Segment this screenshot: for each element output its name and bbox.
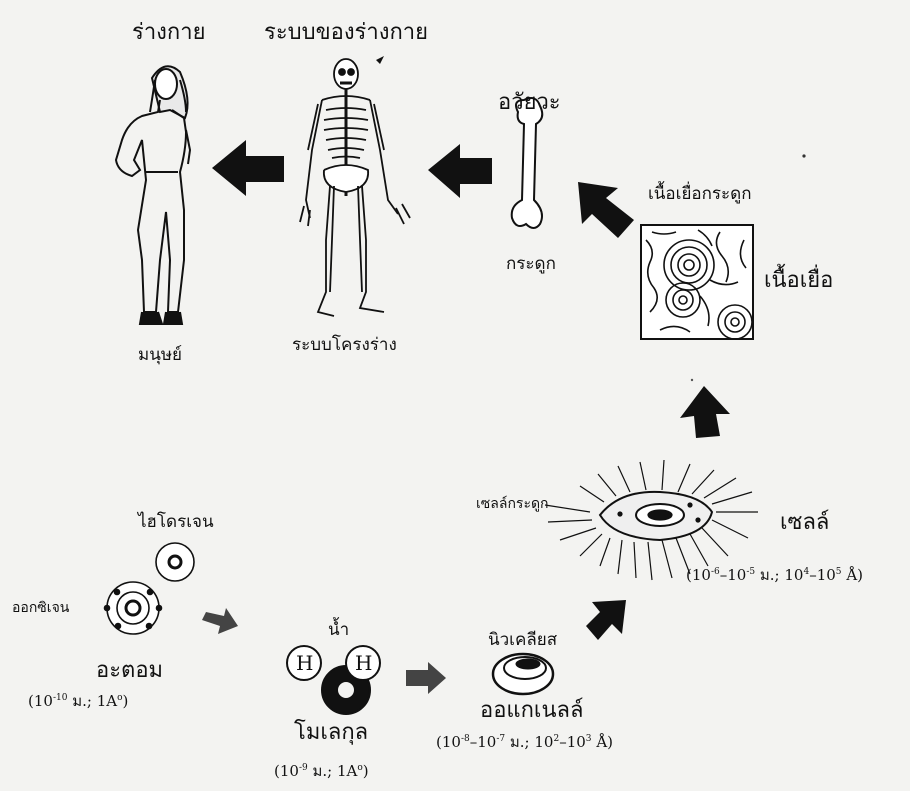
label-body: ร่างกาย xyxy=(132,22,205,44)
scale-organelle-exp2: -7 xyxy=(496,734,505,744)
arrow-molecule-to-organelle xyxy=(406,662,446,694)
hydrogen-letter-left: H xyxy=(296,653,313,673)
bone-figure xyxy=(512,98,543,228)
oxygen-atom xyxy=(105,582,162,634)
scale-cell-exp4: 5 xyxy=(836,567,842,577)
speck xyxy=(802,154,805,157)
bone-tissue-figure xyxy=(641,225,753,339)
scale-cell-dash1: –10 xyxy=(720,566,747,584)
scale-organelle-base: (10 xyxy=(436,733,461,751)
scale-cell-exp1: -6 xyxy=(711,567,720,577)
speck xyxy=(691,379,693,381)
arrow-organ-to-system xyxy=(428,144,492,198)
scale-molecule-exp: -9 xyxy=(299,763,308,773)
label-body-system: ระบบของร่างกาย xyxy=(264,22,428,44)
label-bone-cell: เซลล์กระดูก xyxy=(476,497,549,511)
label-organ: อวัยวะ xyxy=(498,92,561,114)
scale-organelle-dash1: –10 xyxy=(470,733,497,751)
label-molecule: โมเลกุล xyxy=(294,722,368,744)
scale-organelle: (10-8–10-7 ม.; 102–103 Å) xyxy=(436,735,613,750)
label-organelle: ออแกเนลล์ xyxy=(480,700,583,722)
scale-molecule-end: ) xyxy=(363,762,369,780)
scale-atom-unit: ม.; 1A xyxy=(72,692,117,710)
label-nucleus: นิวเคลียส xyxy=(488,632,557,649)
label-cell: เซลล์ xyxy=(780,512,829,534)
scale-cell-end: Å) xyxy=(846,566,863,584)
hydrogen-atom xyxy=(156,543,194,581)
label-hydrogen: ไฮโดรเจน xyxy=(138,514,214,531)
arrow-cell-to-tissue xyxy=(680,386,730,438)
scale-organelle-exp1: -8 xyxy=(461,734,470,744)
scale-atom-exp: -10 xyxy=(53,693,68,703)
label-oxygen: ออกซิเจน xyxy=(12,601,69,615)
organelle-figure xyxy=(493,654,553,694)
scale-cell-dash2: –10 xyxy=(809,566,836,584)
label-tissue: เนื้อเยื่อ xyxy=(764,270,833,292)
label-bone-tissue: เนื้อเยื่อกระดูก xyxy=(648,186,752,203)
pencil-mark xyxy=(376,56,384,64)
label-human: มนุษย์ xyxy=(138,347,182,364)
scale-atom-base: (10 xyxy=(28,692,53,710)
arrow-system-to-body xyxy=(212,140,284,196)
scale-cell-base: (10 xyxy=(686,566,711,584)
hydrogen-letter-right: H xyxy=(355,653,372,673)
label-bone: กระดูก xyxy=(506,256,556,273)
scale-cell-unit: ม.; 10 xyxy=(760,566,804,584)
scale-atom: (10-10 ม.; 1Ao) xyxy=(28,694,128,709)
human-figure xyxy=(116,66,190,324)
scale-cell-exp2: -5 xyxy=(746,567,755,577)
scale-molecule: (10-9 ม.; 1Ao) xyxy=(274,764,369,779)
arrow-organelle-to-cell xyxy=(586,600,626,640)
skeleton-figure xyxy=(300,59,410,316)
arrow-tissue-to-organ xyxy=(578,182,634,238)
arrow-atom-to-molecule xyxy=(202,608,238,634)
scale-organelle-unit: ม.; 10 xyxy=(510,733,554,751)
scale-atom-end: ) xyxy=(123,692,129,710)
scale-molecule-base: (10 xyxy=(274,762,299,780)
scale-cell: (10-6–10-5 ม.; 104–105 Å) xyxy=(686,568,863,583)
scale-molecule-unit: ม.; 1A xyxy=(313,762,358,780)
label-skeletal-system: ระบบโครงร่าง xyxy=(292,337,397,354)
scale-organelle-end: Å) xyxy=(596,733,613,751)
label-water: น้ำ xyxy=(328,622,349,639)
bone-cell-figure xyxy=(545,460,758,580)
label-atom: อะตอม xyxy=(96,660,163,682)
scale-organelle-dash2: –10 xyxy=(559,733,586,751)
scale-organelle-exp4: 3 xyxy=(586,734,592,744)
